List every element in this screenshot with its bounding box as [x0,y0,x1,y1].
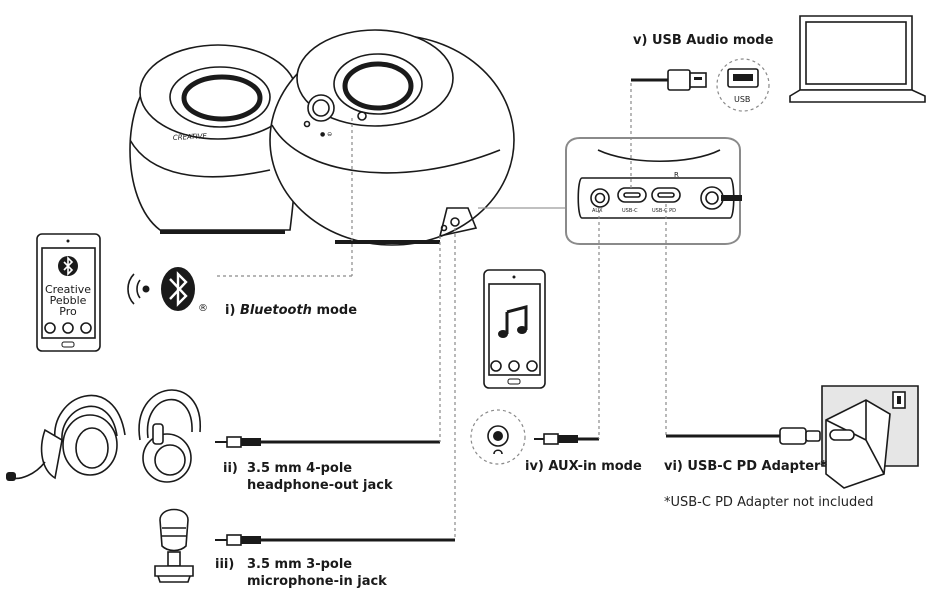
speaker-brand: CREATIVE [173,132,208,142]
usbc-pd-cable [665,204,821,445]
music-note-icon [498,305,528,338]
volume-knob [307,94,335,122]
phone-text-line3: Pro [59,305,77,318]
mic-num: iii) [215,557,235,572]
phone-text-line1: Creative [45,283,91,296]
phone-text-line2: Pebble [50,294,87,307]
mic-line2: microphone-in jack [247,574,387,589]
usb-mode-label: v) USB Audio mode [633,33,774,48]
aux-phone [483,269,546,389]
usb-port-label: USB [734,95,750,104]
microphone-plug [215,228,456,546]
panel-aux-label: AUX [592,208,603,214]
left-speaker: CREATIVE [129,44,297,234]
svg-text:● ⊖: ● ⊖ [320,131,332,138]
headphone-line1: 3.5 mm 4-pole [247,461,353,476]
bluetooth-mode-suffix: mode [311,303,358,318]
laptop-icon [789,15,926,103]
usbc-pd-label: vi) USB-C PD Adapter* [664,459,828,474]
bluetooth-mode-prefix: i) [225,303,240,318]
bluetooth-icon: ® [161,267,208,314]
footnote: *USB-C PD Adapter not included [664,495,874,510]
registered-mark: ® [198,303,208,314]
bluetooth-mode-italic: Bluetooth [239,303,312,318]
bluetooth-mode-label: i) Bluetooth mode [225,302,357,319]
headphone-plug [215,236,441,448]
headphone-num: ii) [223,461,238,476]
headphone-icon [138,389,201,483]
aux-mode-label: iv) AUX-in mode [525,459,642,474]
back-panel-zoom: R AUX USB-C USB-C PD [478,137,742,245]
gaming-headset-icon [6,394,126,481]
wireless-signal-icon [127,273,150,305]
speaker-bt-button [357,111,367,121]
microphone-icon [154,508,194,583]
aux-plug [534,210,600,445]
mic-line1: 3.5 mm 3-pole [247,557,353,572]
panel-r-label: R [674,171,679,179]
wall-adapter-icon [821,385,919,489]
panel-usbc-label: USB-C [622,208,638,214]
bluetooth-phone: Creative Pebble Pro [36,233,101,352]
headphone-line2: headphone-out jack [247,478,393,493]
panel-usbc-pd-label: USB-C PD [652,208,676,214]
right-speaker: ● ⊖ [269,29,515,246]
aux-jack-zoom [470,409,526,465]
usb-cable: USB [630,58,770,188]
